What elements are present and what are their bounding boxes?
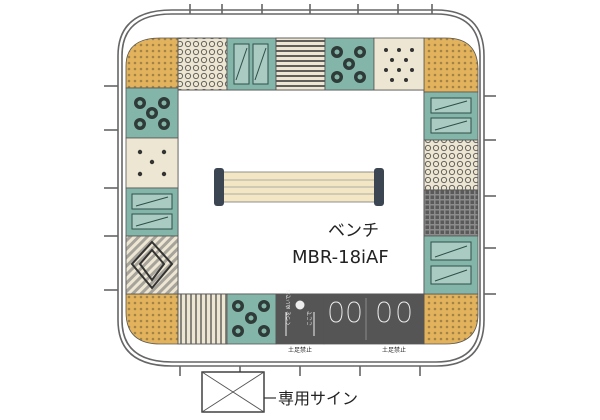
no-shoes-label-left: 土足禁止 (288, 346, 312, 354)
mat-small-text-1: くつを ぬいでね (285, 290, 292, 326)
left-panel-column (125, 87, 179, 295)
bench-model-label: MBR-18iAF (292, 247, 389, 268)
shoe-removal-mat (285, 298, 411, 340)
handrail-frame (104, 4, 496, 376)
mat-small-text-2: ここで (307, 311, 313, 326)
bottom-panel-row (177, 293, 425, 345)
bench (214, 168, 384, 206)
top-panel-row (177, 37, 425, 91)
no-shoes-label-right: 土足禁止 (382, 346, 406, 354)
bench-name-label: ベンチ (328, 221, 379, 241)
sign-label: 専用サイン (278, 389, 358, 408)
dedicated-sign (201, 371, 276, 413)
